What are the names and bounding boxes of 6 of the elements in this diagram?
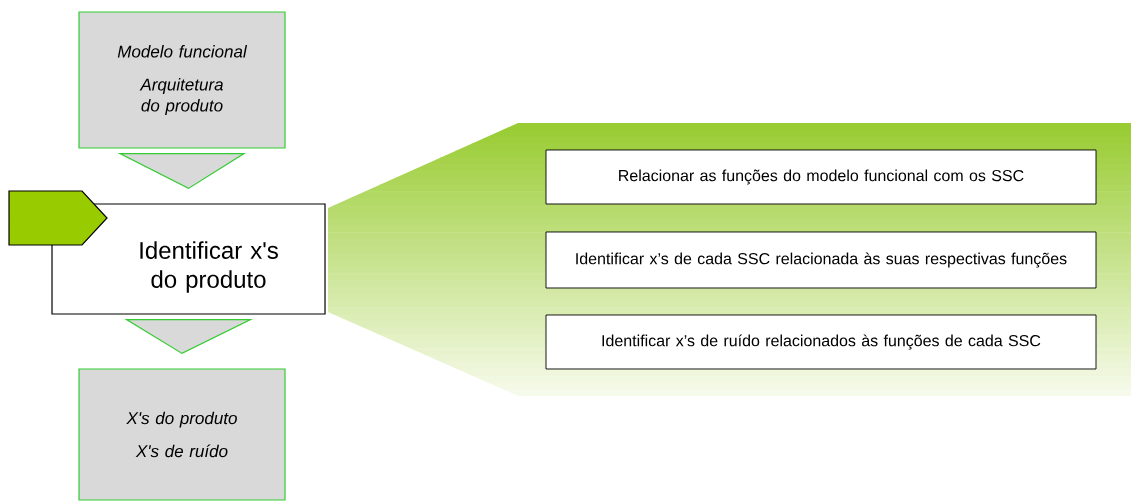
task-box: Relacionar as funções do modelo funcional com os SSC (545, 149, 1097, 205)
process-box: Identificar x's do produto (8, 190, 326, 315)
document-box: Modelo funcional Arquitetura do produto (78, 11, 286, 149)
task-box: Identificar x’s de cada SSC relacionada às suas respectivas funções (545, 231, 1097, 289)
task-box: Identificar x’s de ruído relacionados às funções de cada SSC (545, 314, 1097, 370)
document-box: X's do produto X's de ruído (78, 368, 286, 501)
